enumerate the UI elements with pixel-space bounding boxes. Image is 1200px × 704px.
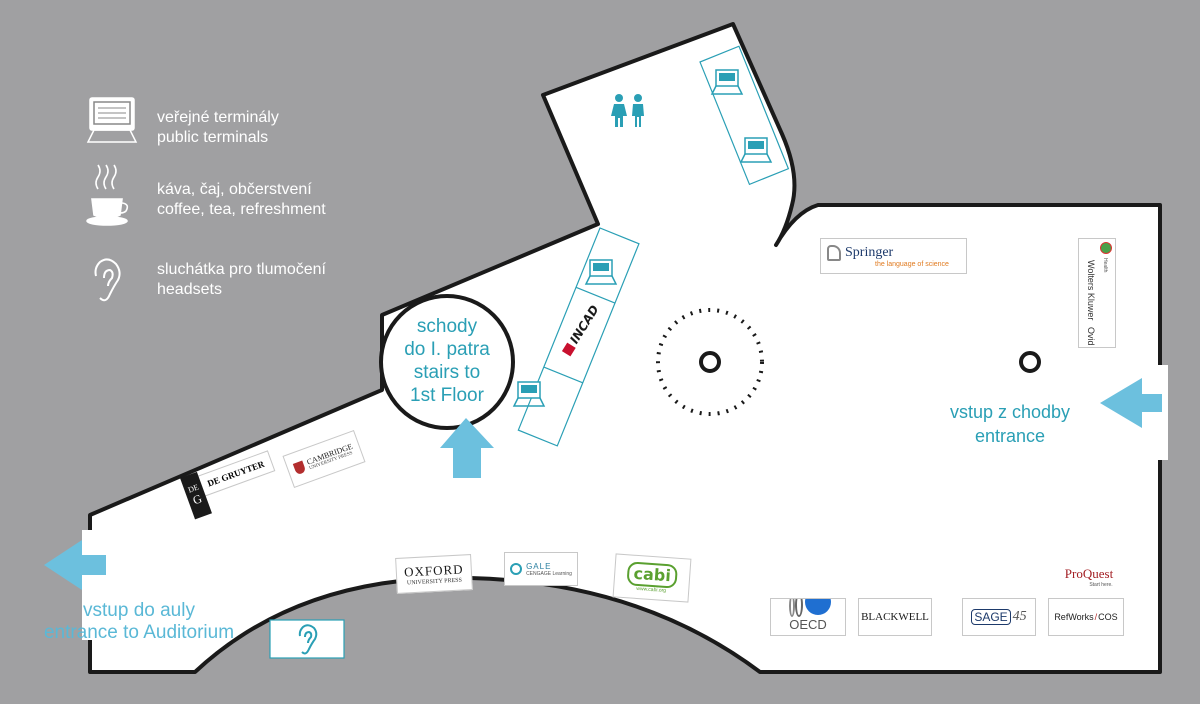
stairs-arrow bbox=[440, 418, 494, 478]
oecd-mark-icon bbox=[789, 599, 831, 617]
refworks-name: RefWorks bbox=[1054, 612, 1094, 622]
stairs-circle bbox=[379, 294, 515, 430]
gale-line2: CENGAGE Learning bbox=[526, 570, 572, 577]
blackwell-name: BLACKWELL bbox=[861, 611, 929, 623]
proquest-name: ProQuest bbox=[1064, 566, 1114, 581]
oecd-name: OECD bbox=[789, 616, 827, 632]
wolters-text: Wolters Kluwer Ovid bbox=[1086, 260, 1096, 345]
legend-coffee-en: coffee, tea, refreshment bbox=[157, 201, 326, 218]
stairs-label-line1: schody bbox=[416, 316, 478, 337]
legend-coffee: káva, čaj, občerstvení coffee, tea, refr… bbox=[157, 180, 326, 220]
stairs-label-line4: 1st Floor bbox=[410, 385, 484, 406]
coffee-cup-icon bbox=[86, 164, 129, 226]
terminal-table-middle bbox=[517, 227, 640, 447]
auditorium-entrance-cz: vstup do auly bbox=[83, 600, 195, 621]
cambridge-shield-icon bbox=[292, 460, 307, 476]
corridor-entrance-arrow bbox=[1100, 378, 1162, 428]
terminal-icon bbox=[739, 137, 773, 163]
degruyter-mark-bottom: G bbox=[190, 491, 204, 508]
auditorium-entrance-label: vstup do auly entrance to Auditorium bbox=[14, 600, 264, 644]
wolters-panel bbox=[1078, 238, 1116, 348]
stairs-label-line2: do I. patra bbox=[404, 339, 490, 360]
oecd-logo: OECD bbox=[770, 598, 846, 636]
proquest-tagline: Start here. bbox=[1089, 582, 1113, 588]
legend-headsets: sluchátka pro tlumočení headsets bbox=[157, 260, 326, 300]
cabi-url: www.cabi.org bbox=[636, 585, 667, 594]
refworks-suffix: COS bbox=[1098, 612, 1118, 622]
pillar-right bbox=[1019, 351, 1041, 373]
springer-horse-icon bbox=[827, 245, 841, 261]
legend-terminals: veřejné terminály public terminals bbox=[157, 108, 279, 148]
legend-terminals-en: public terminals bbox=[157, 129, 269, 146]
legend-terminals-cz: veřejné terminály bbox=[157, 109, 279, 126]
sage-name: SAGE bbox=[971, 609, 1011, 625]
ear-icon bbox=[298, 624, 318, 655]
wolters-sub: Ovid bbox=[1086, 326, 1096, 346]
proquest-logo: ProQuest Start here. bbox=[1058, 566, 1120, 592]
springer-name: Springer bbox=[845, 244, 894, 260]
wolters-name: Wolters Kluwer bbox=[1086, 260, 1096, 321]
stairs-label: schody do I. patra stairs to 1st Floor bbox=[381, 315, 513, 407]
refworks-logo: RefWorks / COS bbox=[1048, 598, 1124, 636]
toilets-icon bbox=[611, 94, 644, 127]
cabi-logo: cabi www.cabi.org bbox=[612, 553, 692, 603]
pillar-center bbox=[699, 351, 721, 373]
wolters-globe-icon bbox=[1100, 242, 1112, 254]
stairs-label-line3: stairs to bbox=[413, 362, 481, 383]
legend-coffee-cz: káva, čaj, občerstvení bbox=[157, 181, 312, 198]
gale-logo: GALE CENGAGE Learning bbox=[504, 552, 578, 586]
incad-mark-icon bbox=[562, 342, 576, 357]
auditorium-entrance-arrow bbox=[44, 540, 106, 590]
sage-years: 45 bbox=[1012, 609, 1027, 624]
terminal-icon bbox=[710, 69, 744, 95]
gale-mark-icon bbox=[510, 563, 523, 575]
gale-line1: GALE bbox=[526, 561, 552, 571]
sage-logo: SAGE 45 bbox=[962, 598, 1036, 636]
corridor-entrance-en: entrance bbox=[974, 426, 1046, 446]
wolters-small: Health bbox=[1102, 258, 1108, 273]
wolters-kluwer-logo: Wolters Kluwer Ovid Health bbox=[1078, 238, 1116, 348]
terminal-icon bbox=[512, 381, 546, 407]
pillar-dotted-ring bbox=[656, 308, 764, 416]
corridor-opening bbox=[1148, 365, 1168, 460]
ear-icon bbox=[94, 258, 121, 302]
oxford-logo: OXFORD UNIVERSITY PRESS bbox=[395, 554, 473, 594]
springer-logo: Springer the language of science bbox=[820, 238, 967, 274]
computer-terminal-icon bbox=[86, 97, 138, 143]
legend-headsets-en: headsets bbox=[157, 281, 222, 298]
cabi-name: cabi bbox=[626, 561, 678, 589]
terminal-icon bbox=[584, 259, 618, 285]
corridor-entrance-cz: vstup z chodby bbox=[949, 402, 1071, 422]
legend-headsets-cz: sluchátka pro tlumočení bbox=[157, 261, 326, 278]
floor-area bbox=[88, 22, 1162, 674]
springer-tagline: the language of science bbox=[875, 260, 949, 268]
corridor-entrance-label: vstup z chodby entrance bbox=[920, 400, 1100, 448]
blackwell-logo: BLACKWELL bbox=[858, 598, 932, 636]
refworks-divider: / bbox=[1094, 612, 1098, 622]
auditorium-entrance-en: entrance to Auditorium bbox=[43, 622, 235, 643]
